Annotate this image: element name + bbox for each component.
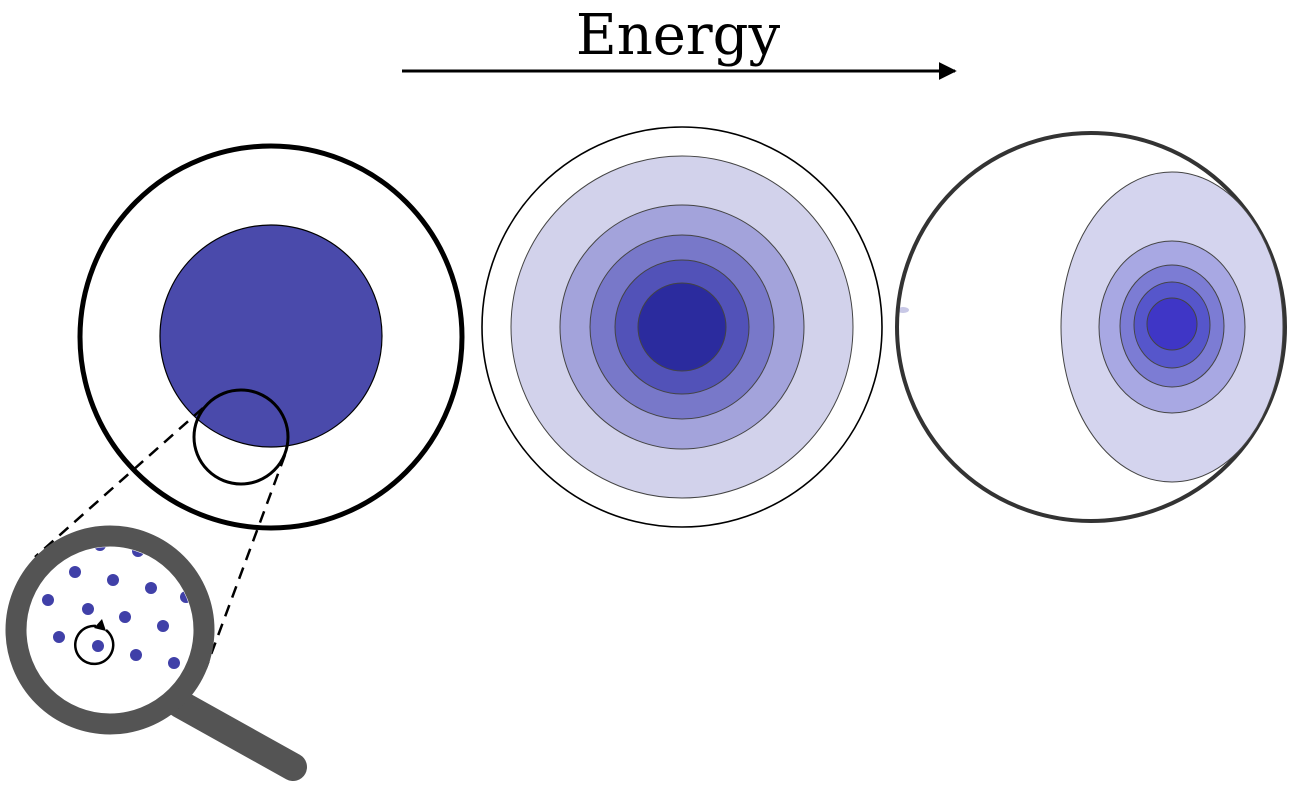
zoom-region-circle (192, 388, 290, 486)
stray-mark (897, 307, 909, 313)
left-outer-circle (77, 143, 465, 531)
middle-sphere (481, 126, 883, 528)
rotation-arrow-icon (74, 619, 115, 666)
energy-label: Energy (576, 3, 781, 68)
right-outer-circle (895, 131, 1287, 523)
magnifying-glass-icon (5, 525, 307, 781)
right-sphere (895, 131, 1287, 523)
middle-level-5 (637, 282, 727, 372)
left-sphere (77, 143, 465, 531)
middle-outer-circle (481, 126, 883, 528)
right-level-5 (1146, 297, 1198, 351)
left-uniform-core (159, 224, 383, 448)
zoom-lines (34, 407, 287, 669)
